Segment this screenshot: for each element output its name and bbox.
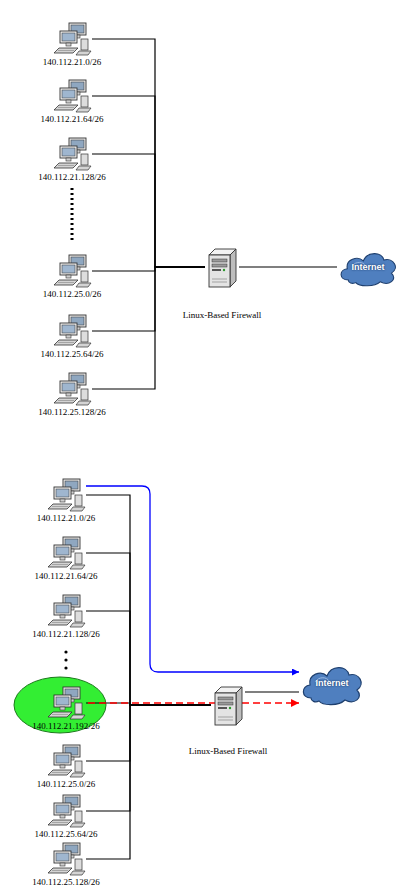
subnet-label: 140.112.21.128/26 bbox=[38, 172, 105, 183]
subnet-label: 140.112.21.192/26 bbox=[32, 721, 99, 732]
bus-line bbox=[86, 495, 211, 705]
subnet-label: 140.112.25.0/26 bbox=[43, 289, 101, 300]
subnet-label: 140.112.21.0/26 bbox=[43, 57, 101, 68]
subnet-computer-icon bbox=[52, 137, 92, 171]
subnet-computer-icon bbox=[46, 842, 86, 876]
firewall-server-icon bbox=[205, 246, 239, 288]
subnet-computer-icon bbox=[52, 314, 92, 348]
bus-line bbox=[92, 267, 205, 331]
subnet-computer-icon bbox=[46, 744, 86, 778]
subnet-label: 140.112.21.128/26 bbox=[32, 629, 99, 640]
subnet-computer-icon bbox=[46, 478, 86, 512]
subnet-label: 140.112.25.64/26 bbox=[41, 349, 104, 360]
bus-line bbox=[92, 96, 205, 267]
subnet-computer-icon bbox=[46, 794, 86, 828]
internet-cloud: Internet bbox=[337, 247, 399, 287]
subnet-computer: 140.112.21.128/26 bbox=[52, 137, 92, 171]
bus-line bbox=[86, 705, 211, 859]
subnet-computer-icon bbox=[52, 372, 92, 406]
subnet-label: 140.112.25.128/26 bbox=[32, 877, 99, 888]
subnet-computer: 140.112.25.128/26 bbox=[46, 842, 86, 876]
subnet-computer-icon bbox=[52, 254, 92, 288]
firewall-server: Linux-Based Firewall bbox=[205, 246, 239, 288]
subnet-computer: 140.112.21.64/26 bbox=[52, 79, 92, 113]
bus-line bbox=[92, 154, 205, 267]
subnet-computer: 140.112.21.0/26 bbox=[46, 478, 86, 512]
subnet-label: 140.112.25.128/26 bbox=[38, 407, 105, 418]
subnet-label: 140.112.21.0/26 bbox=[37, 513, 95, 524]
bus-line bbox=[92, 267, 205, 389]
continuation-dot bbox=[64, 666, 67, 669]
subnet-computer: 140.112.21.0/26 bbox=[52, 22, 92, 56]
subnet-computer: 140.112.25.128/26 bbox=[52, 372, 92, 406]
traffic-path bbox=[86, 486, 299, 672]
subnet-computer: 140.112.25.64/26 bbox=[46, 794, 86, 828]
firewall-server: Linux-Based Firewall bbox=[211, 684, 245, 726]
continuation-dots bbox=[71, 188, 74, 242]
subnet-computer: 140.112.21.128/26 bbox=[46, 594, 86, 628]
subnet-computer: 140.112.25.0/26 bbox=[46, 744, 86, 778]
subnet-computer-icon bbox=[46, 686, 86, 720]
subnet-label: 140.112.21.64/26 bbox=[35, 571, 98, 582]
blocked-path bbox=[88, 702, 299, 704]
subnet-computer: 140.112.21.64/26 bbox=[46, 536, 86, 570]
subnet-computer-icon bbox=[46, 594, 86, 628]
subnet-computer-icon bbox=[46, 536, 86, 570]
bus-line bbox=[86, 705, 211, 811]
cloud-label: Internet bbox=[351, 262, 384, 273]
firewall-label: Linux-Based Firewall bbox=[183, 310, 262, 321]
continuation-dot bbox=[64, 650, 67, 653]
subnet-computer-icon bbox=[52, 79, 92, 113]
subnet-label: 140.112.21.64/26 bbox=[41, 114, 104, 125]
subnet-computer-icon bbox=[52, 22, 92, 56]
subnet-computer: 140.112.25.64/26 bbox=[52, 314, 92, 348]
uplink-line bbox=[239, 266, 337, 267]
internet-cloud: Internet bbox=[299, 660, 365, 706]
uplink-line bbox=[245, 691, 299, 692]
continuation-dot bbox=[64, 658, 67, 661]
firewall-label: Linux-Based Firewall bbox=[189, 746, 268, 757]
subnet-computer: 140.112.21.192/26 bbox=[46, 686, 86, 720]
cloud-label: Internet bbox=[315, 678, 348, 689]
bus-line bbox=[86, 611, 211, 705]
subnet-computer: 140.112.25.0/26 bbox=[52, 254, 92, 288]
bus-line bbox=[92, 39, 205, 267]
bus-line bbox=[86, 553, 211, 705]
highlight-ellipse bbox=[14, 677, 106, 733]
firewall-server-icon bbox=[211, 684, 245, 726]
subnet-label: 140.112.25.64/26 bbox=[35, 829, 98, 840]
subnet-label: 140.112.25.0/26 bbox=[37, 779, 95, 790]
